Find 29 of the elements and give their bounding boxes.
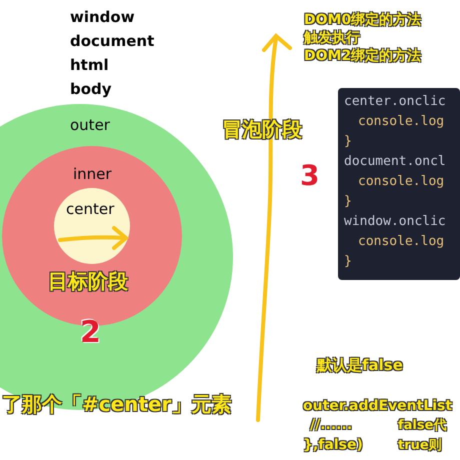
object-name: window — [70, 7, 135, 28]
note-text: false代 — [398, 417, 446, 435]
element-name: outer — [70, 115, 110, 136]
note-text: 默认是false — [317, 355, 403, 376]
note-text: true则 — [398, 437, 442, 455]
object-name: body — [70, 79, 112, 100]
code-line: } — [343, 253, 353, 271]
object-name: document — [70, 31, 154, 52]
note-text: DOM2绑定的方法 — [304, 46, 422, 66]
code-line: document.oncl — [343, 153, 447, 171]
code-text: //...... — [310, 416, 352, 435]
note-text: 触发执行 — [304, 29, 360, 48]
code-text: outer.addEventList — [303, 397, 452, 416]
element-name: center — [66, 199, 114, 220]
code-line: console.log — [357, 233, 446, 251]
code-text: },false) — [303, 436, 363, 455]
code-line: } — [343, 133, 353, 151]
note-text: DOM0绑定的方法 — [304, 10, 422, 30]
phase-label: 目标阶段 — [48, 268, 128, 295]
element-name: inner — [73, 164, 112, 185]
code-panel — [338, 88, 460, 280]
code-line: center.onclic — [343, 93, 447, 111]
code-line: } — [343, 193, 353, 211]
step-number: 2 — [80, 314, 101, 352]
code-line: console.log — [357, 113, 446, 131]
object-name: html — [70, 55, 109, 76]
code-line: console.log — [357, 173, 446, 191]
code-line: window.onclic — [343, 213, 447, 231]
step-number: 3 — [300, 158, 320, 194]
